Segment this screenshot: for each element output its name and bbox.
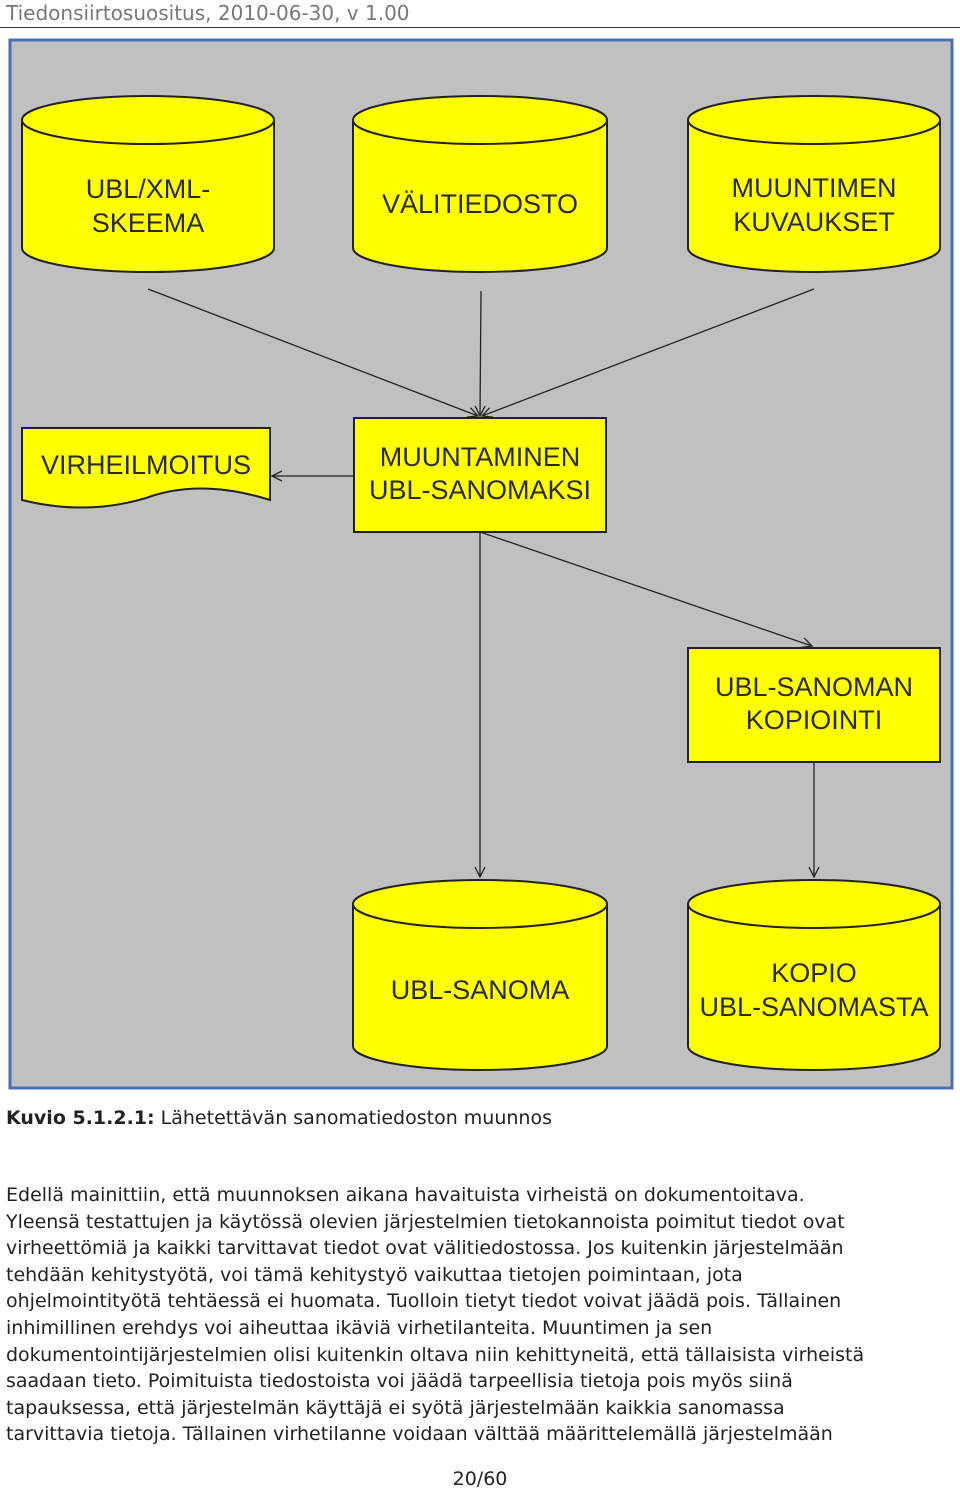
kopio-cylinder: KOPIO UBL-SANOMASTA: [687, 879, 941, 1071]
virheilmoitus-document: VIRHEILMOITUS: [21, 427, 271, 509]
paragraph-line: virheettömiä ja kaikki tarvittavat tiedo…: [6, 1237, 844, 1260]
muuntaminen-process-box: MUUNTAMINEN UBL-SANOMAKSI: [353, 417, 607, 533]
arrow-muuntaminen-to-kopiointi: [479, 531, 812, 646]
document-header: Tiedonsiirtosuositus, 2010-06-30, v 1.00: [6, 1, 410, 25]
paragraph-line: tapauksessa, että järjestelmän käyttäjä …: [6, 1396, 785, 1419]
page-number: 20/60: [452, 1468, 508, 1490]
kopiointi-process-box: UBL-SANOMAN KOPIOINTI: [687, 647, 941, 763]
muuntimen-kuvaukset-cylinder: MUUNTIMEN KUVAUKSET: [687, 95, 941, 273]
flow-diagram: UBL/XML- SKEEMA VÄLITIEDOSTO MUUNTIMEN K…: [8, 38, 954, 1090]
node-label: UBL-SANOMAKSI: [369, 475, 591, 505]
arrow-kuvaukset-to-muuntaminen: [482, 288, 815, 416]
paragraph-line: saadaan tieto. Poimituista tiedostoista …: [6, 1370, 793, 1393]
node-label: UBL/XML-: [86, 174, 211, 204]
figure-caption: Kuvio 5.1.2.1: Lähetettävän sanomatiedos…: [6, 1105, 552, 1131]
valitiedosto-cylinder: VÄLITIEDOSTO: [352, 95, 608, 273]
node-label: KOPIOINTI: [746, 705, 883, 735]
paragraph-line: tarvittavia tietoja. Tällainen virhetila…: [6, 1423, 833, 1446]
arrow-skeema-to-muuntaminen: [147, 288, 478, 416]
paragraph-line: Edellä mainittiin, että muunnoksen aikan…: [6, 1184, 805, 1206]
arrow-valitiedosto-to-muuntaminen: [480, 290, 481, 416]
body-paragraph: Edellä mainittiin, että muunnoksen aikan…: [6, 1182, 954, 1448]
node-label: KOPIO: [771, 958, 857, 988]
node-label: UBL-SANOMAN: [715, 672, 913, 702]
node-label: VIRHEILMOITUS: [41, 450, 251, 480]
node-label: VÄLITIEDOSTO: [382, 189, 578, 219]
paragraph-line: Yleensä testattujen ja käytössä olevien …: [6, 1210, 845, 1233]
paragraph-line: tehdään kehitystyötä, voi tämä kehitysty…: [6, 1263, 743, 1286]
node-label: KUVAUKSET: [733, 207, 895, 237]
node-label: UBL-SANOMASTA: [699, 992, 928, 1022]
ubl-xml-skeema-cylinder: UBL/XML- SKEEMA: [21, 95, 275, 273]
paragraph-line: ohjelmointityötä tehtäessä ei huomata. T…: [6, 1290, 842, 1313]
paragraph-line: inhimillinen erehdys voi aiheuttaa ikävi…: [6, 1316, 713, 1339]
connectors: [147, 288, 815, 877]
ubl-sanoma-cylinder: UBL-SANOMA: [352, 879, 608, 1071]
node-label: SKEEMA: [92, 208, 205, 238]
caption-text: Lähetettävän sanomatiedoston muunnos: [154, 1107, 552, 1129]
caption-number: Kuvio 5.1.2.1:: [6, 1107, 155, 1129]
header-rule: [0, 27, 960, 28]
paragraph-line: dokumentointijärjestelmien olisi kuitenk…: [6, 1343, 865, 1366]
node-label: UBL-SANOMA: [391, 975, 570, 1005]
node-label: MUUNTIMEN: [732, 173, 897, 203]
node-label: MUUNTAMINEN: [380, 442, 580, 472]
